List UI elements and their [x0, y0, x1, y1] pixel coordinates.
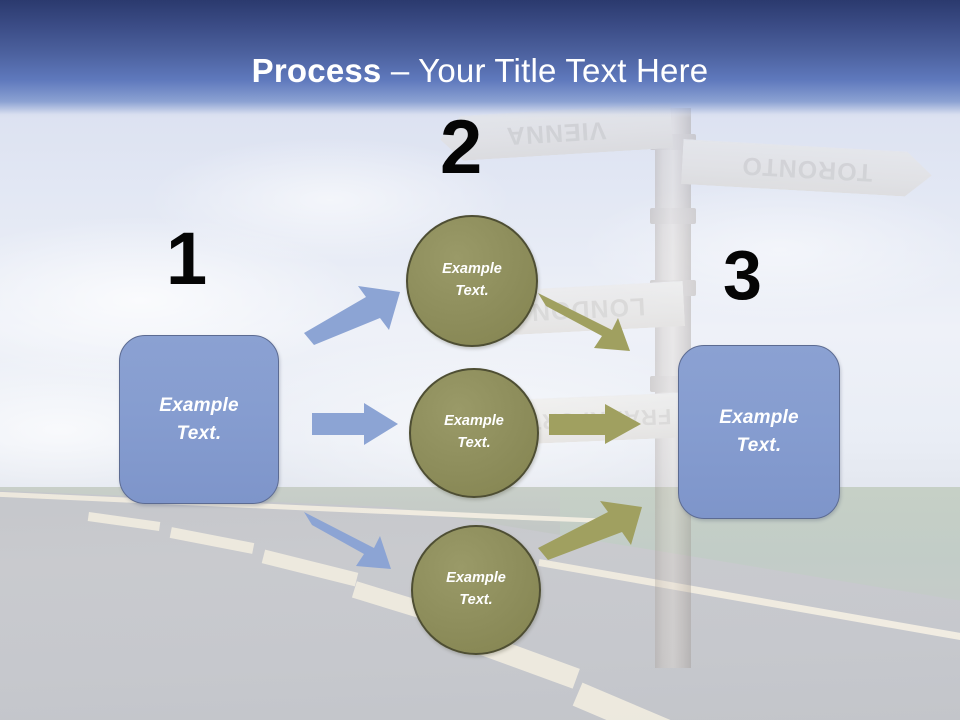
process-box-left-line1: Example: [159, 394, 239, 416]
arrow-blue-right[interactable]: [312, 403, 398, 447]
page-title-rest: – Your Title Text Here: [381, 52, 709, 89]
title-banner: Process – Your Title Text Here: [0, 0, 960, 118]
process-circle-top-line1: Example: [442, 261, 502, 278]
process-box-right-text: Example Text.: [719, 404, 799, 459]
page-title: Process – Your Title Text Here: [0, 52, 960, 90]
process-circle-bottom-line2: Text.: [459, 592, 493, 608]
process-circle-top-line2: Text.: [455, 283, 489, 299]
process-circle-bottom[interactable]: Example Text.: [411, 525, 541, 655]
process-box-right[interactable]: Example Text.: [678, 345, 840, 519]
process-circle-middle-line1: Example: [444, 413, 504, 430]
process-circle-bottom-line1: Example: [446, 570, 506, 587]
page-title-bold: Process: [251, 52, 382, 89]
process-box-left-text: Example Text.: [159, 392, 239, 447]
process-box-left[interactable]: Example Text.: [119, 335, 279, 504]
process-box-right-line2: Text.: [736, 435, 782, 456]
process-circle-middle-line2: Text.: [457, 435, 491, 451]
process-circle-middle[interactable]: Example Text.: [409, 368, 539, 498]
process-box-right-line1: Example: [719, 407, 799, 429]
step-number-3: 3: [723, 236, 762, 314]
arrow-olive-right[interactable]: [549, 404, 641, 446]
process-circle-top[interactable]: Example Text.: [406, 215, 538, 347]
arrow-blue-down-right[interactable]: [304, 505, 404, 571]
process-circle-bottom-text: Example Text.: [446, 568, 506, 612]
process-box-left-line2: Text.: [176, 422, 222, 444]
process-circle-middle-text: Example Text.: [444, 411, 504, 455]
arrow-olive-down-right[interactable]: [538, 288, 646, 354]
step-number-2: 2: [440, 105, 483, 190]
arrow-olive-up-right[interactable]: [538, 498, 646, 562]
process-circle-top-text: Example Text.: [442, 259, 502, 303]
arrow-blue-up-right[interactable]: [304, 286, 404, 346]
step-number-1: 1: [166, 217, 208, 300]
